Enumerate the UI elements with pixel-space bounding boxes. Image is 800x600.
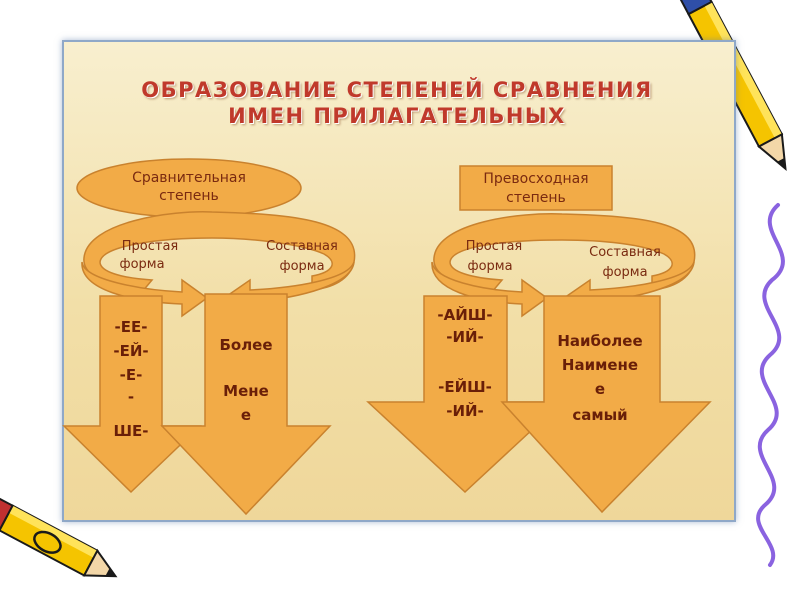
title-line-1: ОБРАЗОВАНИЕ СТЕПЕНЕЙ СРАВНЕНИЯ xyxy=(141,78,653,102)
superlative-word-4: самый xyxy=(572,406,627,424)
superlative-suffix-1: -АЙШ- xyxy=(437,305,492,324)
superlative-heading-line1: Превосходная xyxy=(483,171,588,187)
superlative-simple-line2: форма xyxy=(467,259,512,274)
superlative-simple-arrow xyxy=(431,261,549,318)
superlative-word-3: е xyxy=(595,380,605,398)
comparative-words-arrow xyxy=(160,293,332,516)
superlative-word-1: Наиболее xyxy=(557,332,642,350)
superlative-compound-line2: форма xyxy=(602,265,647,280)
superlative-word-2: Наимене xyxy=(562,356,638,374)
wavy-line xyxy=(756,203,785,567)
comparative-simple-line2: форма xyxy=(119,257,164,272)
comparative-suffix-5: ШЕ- xyxy=(113,422,148,440)
superlative-words-arrow xyxy=(500,295,712,514)
superlative-suffix-2: -ИЙ- xyxy=(446,327,484,346)
comparative-suffix-4: - xyxy=(128,388,134,406)
comparative-word-1: Более xyxy=(219,336,272,354)
superlative-suffix-arrow xyxy=(366,295,564,494)
comparative-suffix-arrow xyxy=(62,295,202,494)
superlative-suffix-5: -ИЙ- xyxy=(446,401,484,420)
superlative-curved-arrow-ring xyxy=(433,213,696,293)
superlative-suffix-4: -ЕЙШ- xyxy=(438,377,492,396)
comparative-heading-line2: степень xyxy=(159,188,219,204)
superlative-simple-line1: Простая xyxy=(466,239,523,254)
diagram-shapes: Сравнительная степень Простая форма Сост… xyxy=(62,158,712,516)
title-line-2: ИМЕН ПРИЛАГАТЕЛЬНЫХ xyxy=(228,104,566,128)
comparative-compound-line2: форма xyxy=(279,259,324,274)
comparative-curved-arrow-ring xyxy=(83,211,356,293)
comparative-suffix-1: -ЕЕ- xyxy=(115,318,148,336)
diagram: ОБРАЗОВАНИЕ СТЕПЕНЕЙ СРАВНЕНИЯ ИМЕН ПРИЛ… xyxy=(62,40,732,518)
superlative-heading-box xyxy=(459,165,613,211)
comparative-compound-line1: Составная xyxy=(266,239,338,254)
comparative-suffix-3: -Е- xyxy=(120,366,143,384)
comparative-simple-line1: Простая xyxy=(122,239,179,254)
comparative-simple-arrow xyxy=(81,261,209,318)
comparative-heading-line1: Сравнительная xyxy=(132,170,246,186)
comparative-suffix-2: -ЕЙ- xyxy=(113,341,148,360)
comparative-word-3: е xyxy=(241,406,251,424)
superlative-heading-line2: степень xyxy=(506,190,566,206)
comparative-word-2: Мене xyxy=(223,382,269,400)
superlative-compound-line1: Составная xyxy=(589,245,661,260)
